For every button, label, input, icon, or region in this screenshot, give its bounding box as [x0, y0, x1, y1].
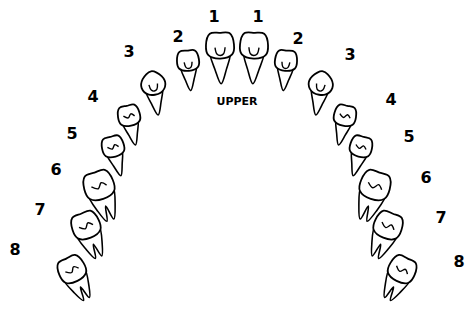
tooth-groove — [91, 181, 107, 190]
tooth-number: 1 — [252, 9, 263, 25]
tooth — [54, 252, 99, 305]
tooth-groove — [107, 144, 119, 150]
tooth-crown — [54, 252, 90, 287]
tooth-number: 3 — [344, 47, 355, 63]
tooth-crown — [80, 167, 117, 203]
tooth-crown — [384, 252, 420, 287]
tooth-crown — [176, 49, 200, 71]
tooth — [328, 103, 358, 147]
tooth — [349, 167, 394, 224]
tooth-crown — [240, 32, 269, 59]
tooth-groove — [149, 83, 159, 91]
tooth-number: 6 — [50, 162, 61, 178]
tooth-number: 2 — [292, 31, 303, 47]
tooth-groove — [79, 221, 94, 230]
tooth-groove — [123, 113, 135, 119]
tooth — [206, 32, 236, 84]
tooth-groove — [65, 265, 79, 275]
arch-label: UPPER — [216, 96, 257, 107]
tooth-groove — [367, 181, 383, 190]
tooth-number: 5 — [403, 129, 414, 145]
tooth-number: 4 — [385, 92, 396, 108]
tooth-crown — [332, 103, 358, 128]
tooth-crown — [139, 69, 167, 96]
tooth-groove — [281, 62, 289, 69]
tooth-groove — [381, 221, 396, 230]
tooth-number: 8 — [9, 242, 20, 258]
tooth-number: 2 — [172, 29, 183, 45]
tooth — [272, 49, 298, 91]
tooth — [139, 69, 170, 117]
tooth-groove — [215, 47, 225, 55]
tooth — [239, 32, 269, 84]
tooth-number: 4 — [87, 89, 98, 105]
tooth-crown — [307, 69, 335, 96]
tooth-groove — [184, 62, 192, 69]
tooth-crown — [100, 134, 127, 160]
tooth-crown — [356, 167, 393, 203]
tooth-crown — [348, 134, 375, 160]
tooth — [375, 252, 420, 305]
tooth-number: 5 — [66, 126, 77, 142]
tooth-crown — [274, 49, 298, 71]
tooth-number: 7 — [34, 202, 45, 218]
tooth-number: 3 — [123, 44, 134, 60]
tooth-number: 6 — [420, 170, 431, 186]
tooth-number: 1 — [208, 9, 219, 25]
tooth-groove — [249, 47, 259, 55]
tooth — [116, 103, 146, 147]
tooth — [100, 134, 132, 179]
tooth — [176, 49, 202, 91]
tooth — [80, 167, 125, 224]
tooth-crown — [116, 103, 142, 128]
tooth-groove — [395, 265, 409, 275]
tooth-groove — [339, 113, 351, 119]
tooth-groove — [355, 144, 367, 150]
tooth — [342, 134, 374, 179]
tooth-groove — [315, 83, 325, 91]
tooth — [304, 69, 335, 117]
tooth-number: 8 — [453, 254, 464, 270]
tooth-crown — [206, 32, 235, 59]
tooth-number: 7 — [435, 210, 446, 226]
